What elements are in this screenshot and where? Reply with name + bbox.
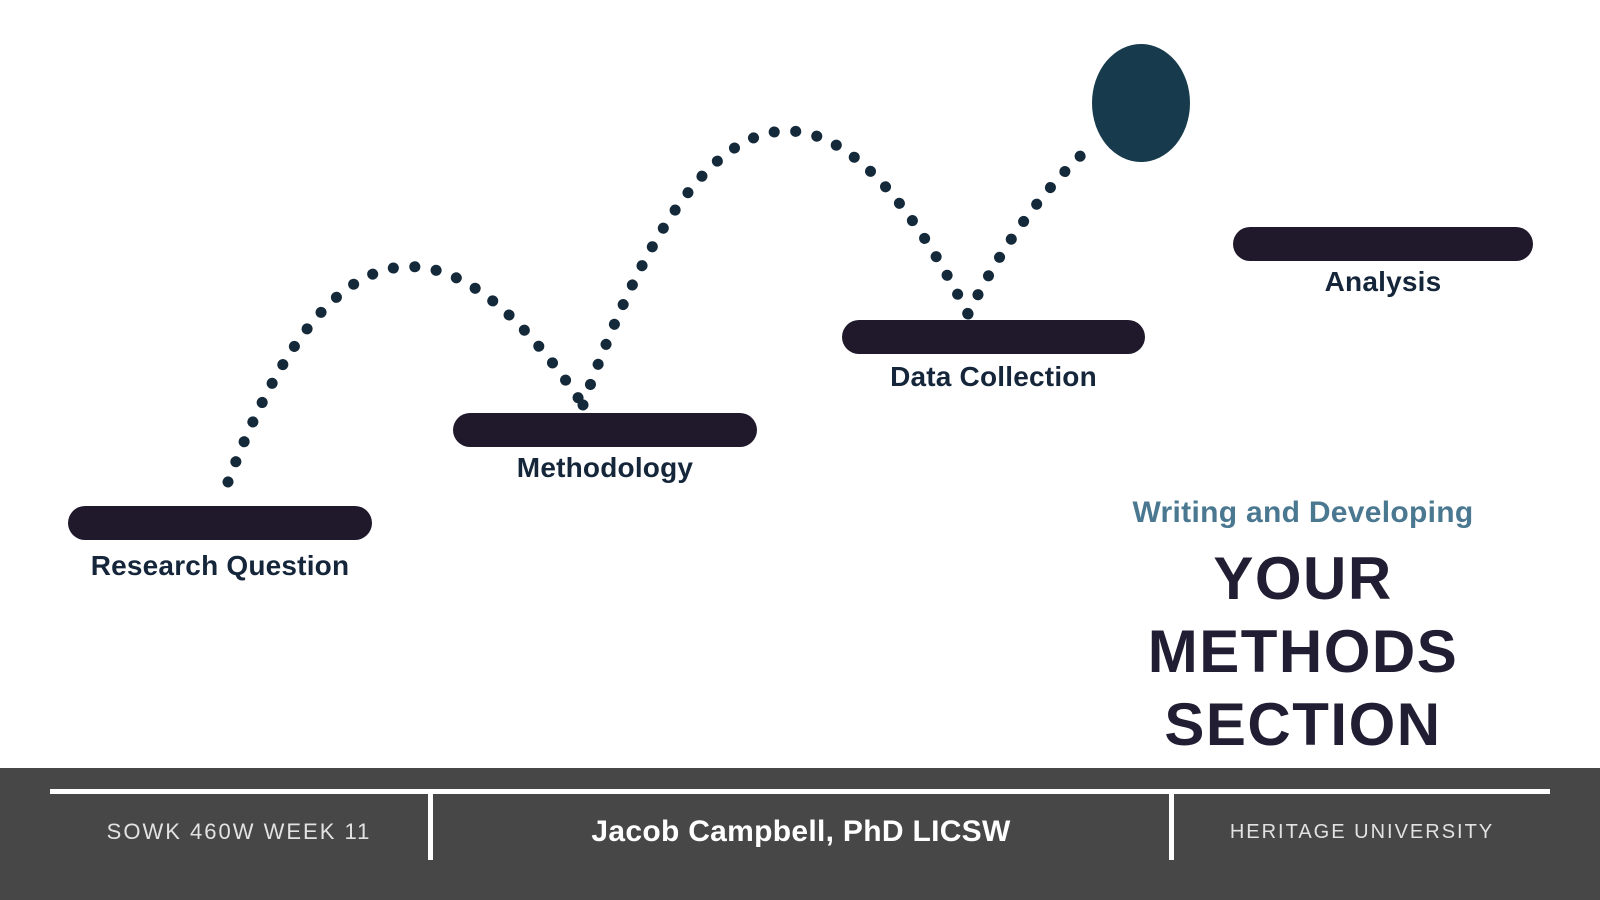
step-label-research-question: Research Question (90, 550, 350, 581)
dotted-arc-1 (222, 261, 589, 488)
footer-course-text: SOWK 460W WEEK 11 (106, 819, 372, 844)
title-block: Writing and Developing YOUR METHODS SECT… (1100, 496, 1506, 761)
title-line-3: SECTION (1164, 691, 1442, 758)
dotted-arc-3 (962, 141, 1096, 320)
footer-author-text: Jacob Campbell, PhD LICSW (591, 815, 1011, 848)
title-line-1: YOUR (1213, 545, 1393, 612)
title-line-2: METHODS (1147, 618, 1459, 685)
footer: SOWK 460W WEEK 11 Jacob Campbell, PhD LI… (0, 768, 1600, 900)
footer-institution-text: HERITAGE UNIVERSITY (1229, 820, 1495, 843)
step-label-analysis: Analysis (1324, 266, 1442, 297)
step-bar-analysis (1233, 227, 1533, 261)
footer-divider-right (1169, 791, 1174, 860)
step-label-methodology: Methodology (516, 452, 694, 483)
ball (1092, 44, 1190, 162)
step-bar-methodology (453, 413, 757, 447)
dotted-arc-2 (577, 125, 974, 411)
step-bar-data-collection (842, 320, 1145, 354)
step-bar-research-question (68, 506, 372, 540)
title-kicker: Writing and Developing (1132, 496, 1474, 529)
step-label-data-collection: Data Collection (890, 361, 1097, 392)
footer-divider-left (428, 791, 433, 860)
footer-rule (50, 789, 1550, 794)
